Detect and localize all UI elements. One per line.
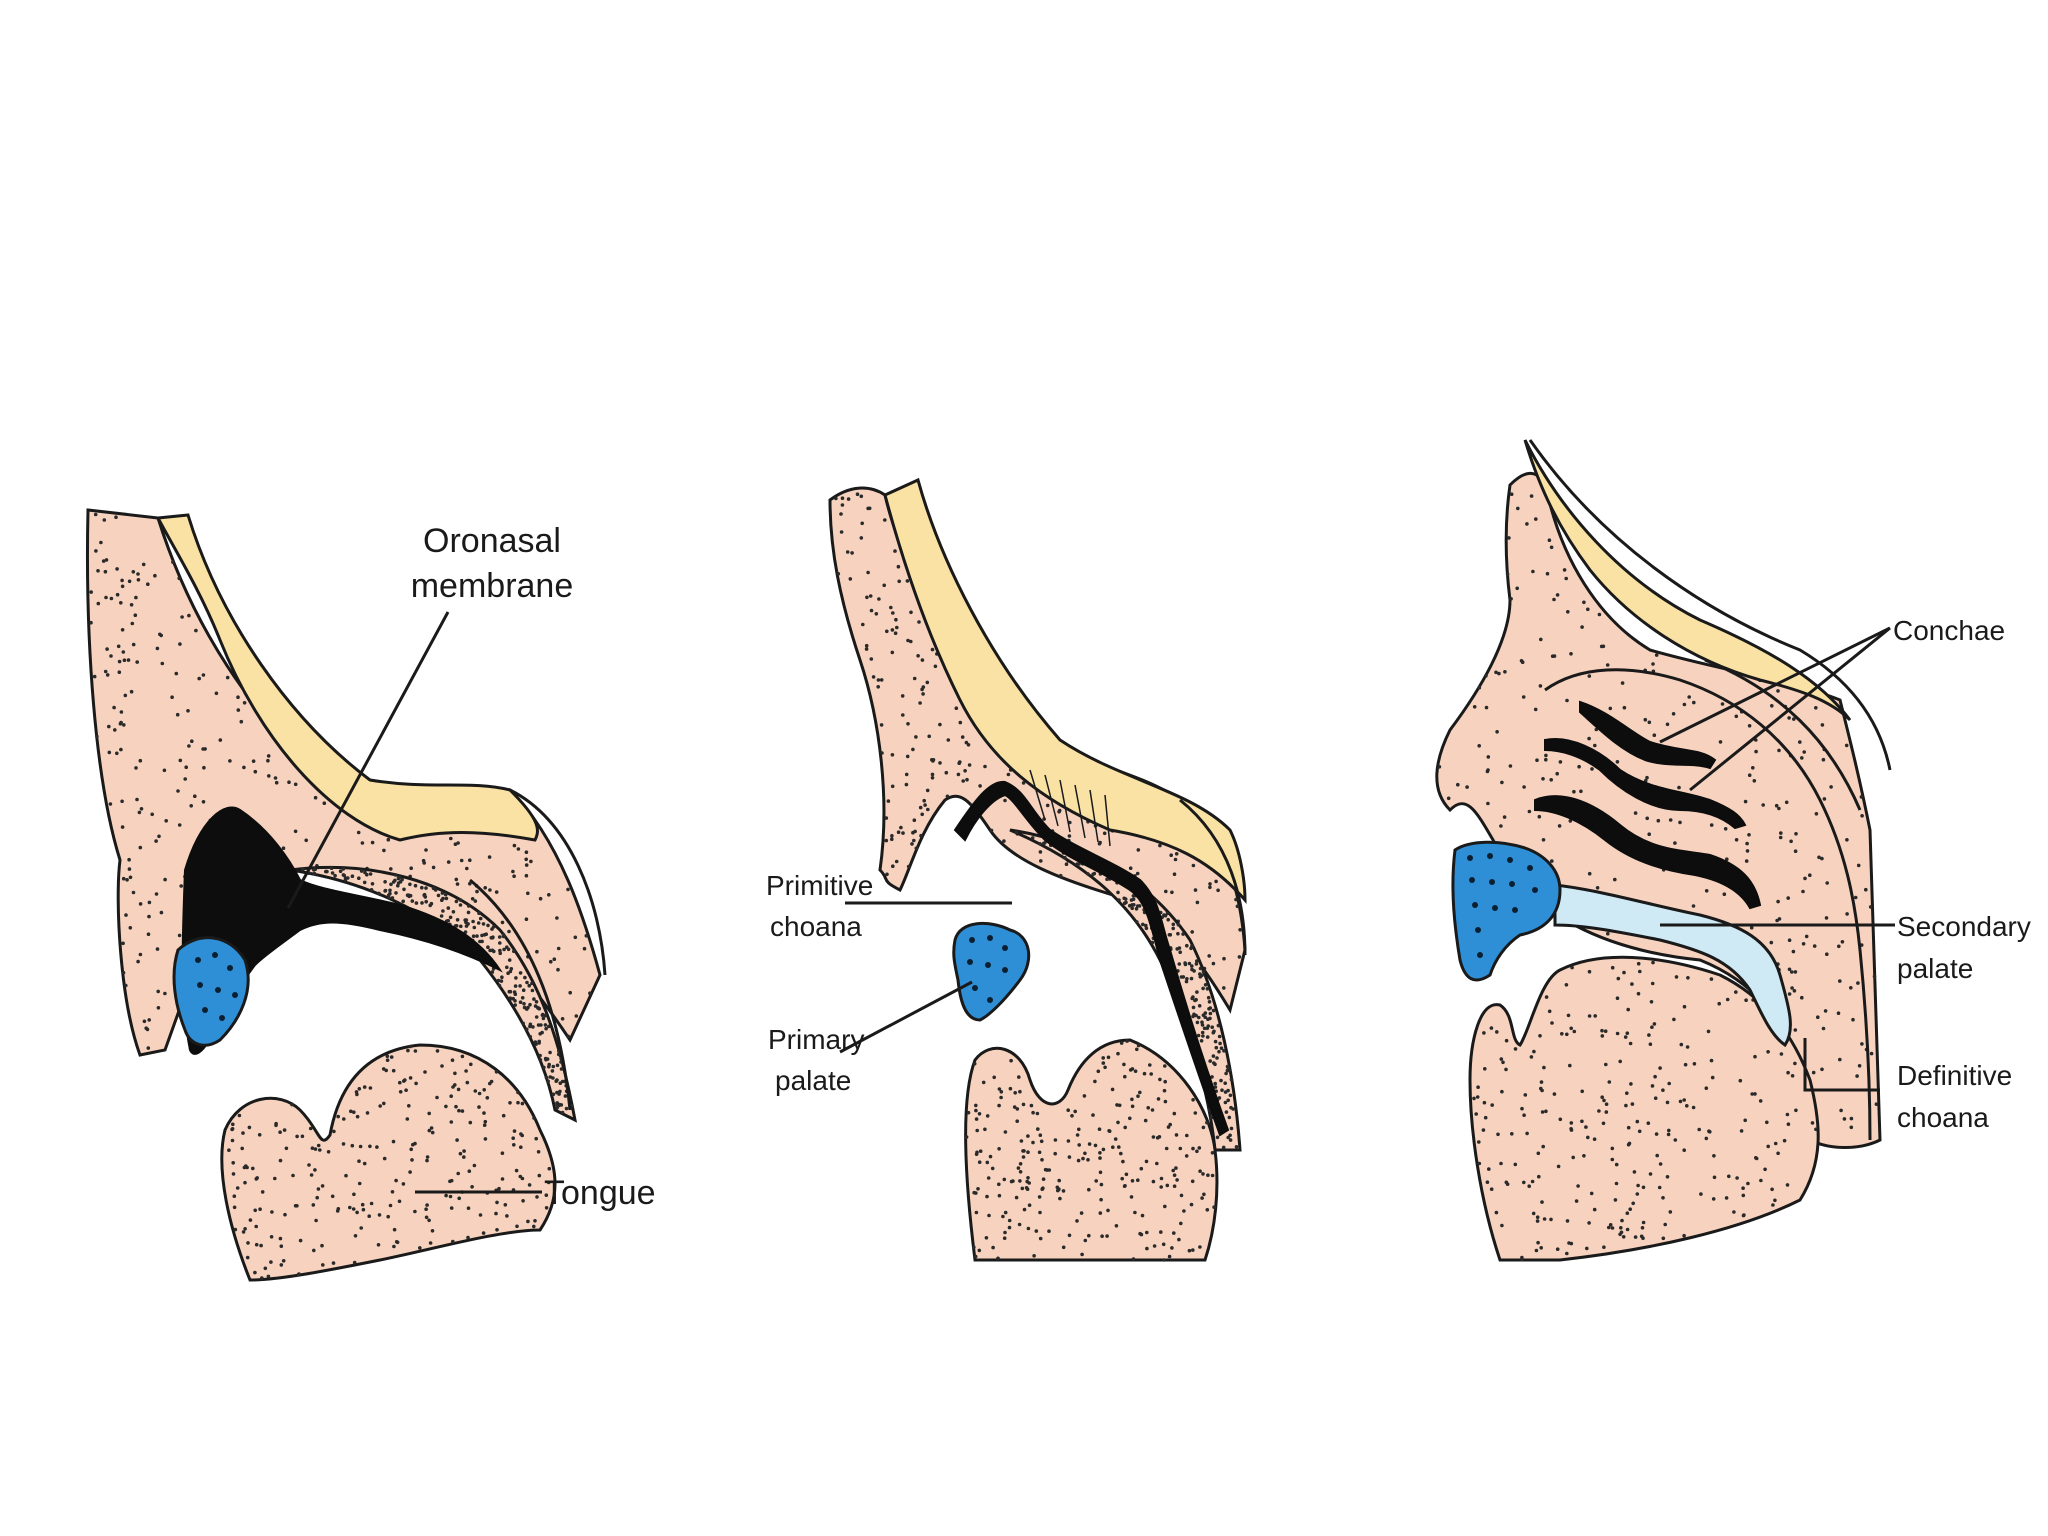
panel-2-black-line — [953, 780, 1230, 1137]
panel-1: Oronasal membrane Tongue — [85, 508, 656, 1282]
primary-palate-label-line1: Primary — [768, 1024, 864, 1055]
panel-1-outer-curve — [509, 788, 607, 976]
panel-1-inner-curve — [469, 878, 572, 1111]
oronasal-label-line1: Oronasal — [423, 522, 561, 560]
panel-3-tongue — [1468, 955, 1820, 1262]
panel-2-blue-dots — [967, 935, 1008, 1003]
panel-2-tongue — [964, 1038, 1219, 1262]
panel-1-bone-strip — [155, 513, 539, 842]
panel-3-mid-outline — [1704, 658, 1862, 811]
panel-2: Primitive choana Primary palate — [766, 477, 1247, 1262]
panel-1-nasal-floor-stipple — [289, 866, 574, 1115]
conchae-label: Conchae — [1893, 615, 2005, 646]
oronasal-leader-line — [286, 611, 450, 909]
panel-2-primary-palate — [952, 921, 1031, 1022]
panel-1-oronasal-membrane — [181, 806, 503, 1055]
panel-3-upper-tissue-stipple — [1437, 476, 1879, 1130]
panel-1-blue-primordium — [172, 936, 250, 1047]
definitive-choana-label-line1: Definitive — [1897, 1060, 2012, 1091]
primitive-choana-label-line2: choana — [770, 911, 862, 942]
primary-palate-label-line2: palate — [775, 1065, 851, 1096]
panel-2-tongue-stipple — [964, 1039, 1216, 1262]
tongue-label: Tongue — [544, 1174, 656, 1212]
panel-2-outer-curve — [1179, 798, 1247, 956]
primary-palate-leader-line — [839, 980, 973, 1054]
secondary-palate-label-line2: palate — [1897, 953, 1973, 984]
panel-3-outer-outline — [1528, 439, 1892, 771]
secondary-palate-label-line1: Secondary — [1897, 911, 2031, 942]
panel-3-secondary-palate — [1553, 883, 1792, 1048]
panel-3-blue-dots — [1467, 853, 1538, 958]
panel-3-inner-cavity-outline — [1544, 668, 1872, 1141]
panel-3-primary-palate — [1451, 840, 1562, 982]
primitive-choana-label-line1: Primitive — [766, 870, 873, 901]
panel-2-bone-strip — [883, 477, 1247, 904]
panel-3-bone-strip — [1523, 439, 1852, 722]
panel-3-concha-middle — [1544, 738, 1747, 830]
panel-1-tongue — [220, 1043, 557, 1282]
conchae-leader-line-1 — [1659, 626, 1891, 744]
panel-1-tongue-stipple — [227, 1044, 552, 1280]
conchae-leader-line-2 — [1689, 626, 1891, 792]
definitive-choana-leader-line — [1803, 1038, 1880, 1092]
panel-2-bone-striations — [1029, 769, 1111, 847]
panel-3-concha-lower — [1534, 795, 1762, 910]
panel-3: Conchae Secondary palate Definitive choa… — [1435, 439, 2031, 1262]
oronasal-label-line2: membrane — [411, 567, 574, 605]
definitive-choana-label-line2: choana — [1897, 1102, 1989, 1133]
panel-3-concha-upper — [1579, 700, 1717, 770]
panel-1-blue-dots — [195, 952, 238, 1021]
